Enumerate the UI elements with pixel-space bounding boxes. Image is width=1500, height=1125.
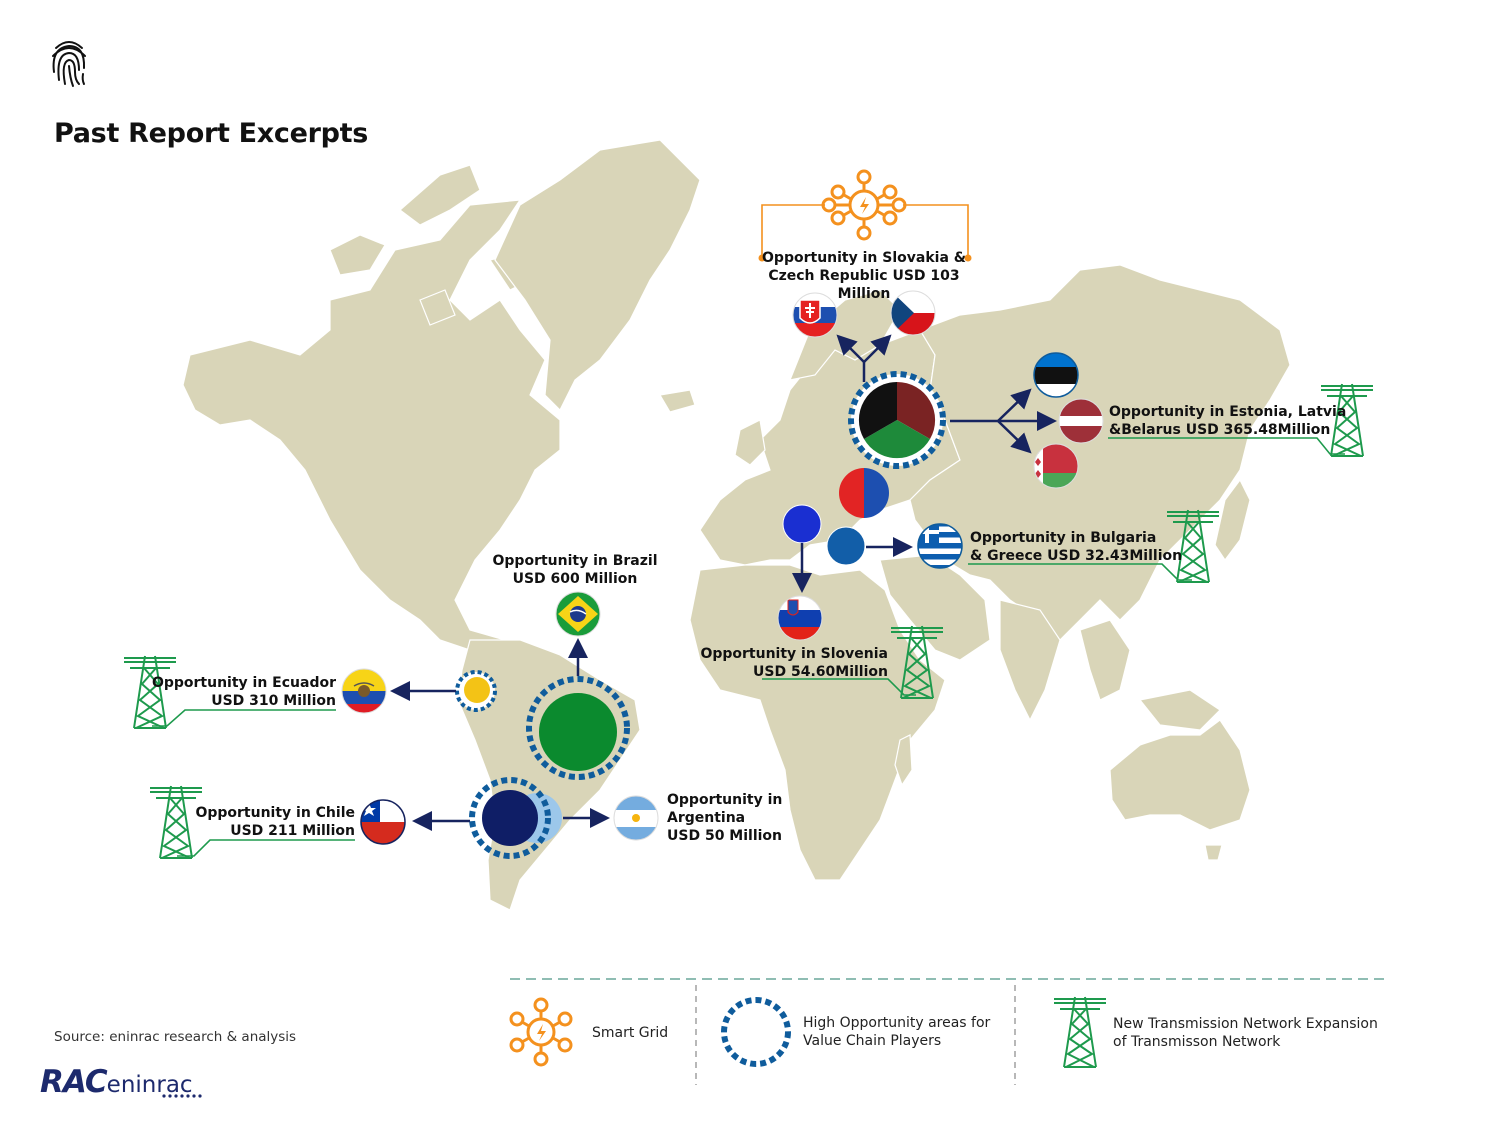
callout-line: Czech Republic USD 103 Million — [768, 268, 960, 302]
transmission-tower-icon — [150, 785, 202, 859]
japan-landmass — [1214, 478, 1251, 562]
brand-logo: RACeninrac — [40, 1064, 193, 1100]
callout-line: Opportunity in Chile — [195, 805, 355, 821]
callout-line: USD 54.60Million — [753, 664, 888, 680]
chile-callout: Opportunity in Chile USD 211 Million — [180, 804, 355, 840]
transmission-tower-icon — [891, 625, 943, 699]
slovenia-callout: Opportunity in Slovenia USD 54.60Million — [700, 645, 888, 681]
brazil-region-marker — [539, 693, 617, 771]
transmission-tower-icon — [1167, 509, 1219, 583]
brand-abbr: RAC — [40, 1064, 108, 1100]
legend-line: High Opportunity areas for — [803, 1015, 991, 1031]
central-europe-pie — [858, 381, 936, 459]
australia-landmass — [1109, 719, 1251, 831]
ecuador-region-marker — [464, 677, 490, 703]
callout-line: USD 211 Million — [230, 823, 355, 839]
transmission-tower-icon — [1054, 996, 1106, 1068]
bulgaria-callout-line — [968, 563, 1192, 581]
ecuador-callout: Opportunity in Ecuador USD 310 Million — [150, 674, 336, 710]
latvia-flag-icon — [1059, 399, 1103, 443]
asia-landmass — [909, 264, 1291, 641]
chile-callout-line — [177, 839, 355, 857]
legend-smart-grid-label: Smart Grid — [592, 1025, 669, 1041]
transmission-towers — [124, 383, 1373, 859]
belarus-flag-icon — [1034, 444, 1078, 488]
brand-name: eninrac — [106, 1072, 193, 1098]
iceland-landmass — [659, 389, 696, 413]
callout-line: Opportunity in — [667, 792, 783, 808]
ecuador-flag-icon — [342, 669, 386, 713]
slovakia-czech-callout: Opportunity in Slovakia & Czech Republic… — [748, 249, 980, 303]
legend-high-opportunity-label: High Opportunity areas for Value Chain P… — [803, 1014, 1003, 1050]
brand-dots — [162, 1094, 202, 1098]
legend-transmission-label: New Transmission Network Expansion of Tr… — [1113, 1015, 1393, 1051]
callout-line: USD 50 Million — [667, 828, 783, 844]
transmission-tower-icon — [124, 655, 176, 729]
greenland-landmass — [494, 139, 701, 412]
brazil-flag-icon — [556, 592, 600, 636]
slovenia-flag-icon — [778, 596, 822, 640]
central-europe-split-marker — [839, 468, 889, 518]
argentina-flag-icon — [614, 796, 658, 840]
smart-grid-icon — [509, 997, 573, 1067]
callout-line: Opportunity in Brazil — [492, 553, 658, 569]
callout-line: Opportunity in Slovakia & — [762, 250, 966, 266]
bulgaria-greece-region-marker — [826, 526, 866, 566]
smart-grid-icon — [821, 169, 907, 241]
chile-region-marker — [482, 790, 538, 846]
argentina-callout: Opportunity in Argentina USD 50 Million — [667, 791, 797, 845]
page-title: Past Report Excerpts — [54, 118, 369, 149]
madagascar-landmass — [894, 734, 913, 787]
legend-line: New Transmission Network Expansion — [1113, 1016, 1378, 1032]
estonia-callout-line — [1108, 437, 1345, 455]
estonia-latvia-belarus-callout: Opportunity in Estonia, Latvia &Belarus … — [1109, 403, 1349, 439]
slovakia-flag-icon — [793, 293, 837, 337]
estonia-flag-icon — [1034, 353, 1078, 397]
callout-line: USD 310 Million — [211, 693, 336, 709]
brazil-opportunity-ring — [526, 676, 630, 780]
fingerprint-icon — [52, 41, 86, 87]
india-landmass — [999, 599, 1061, 722]
brazil-callout: Opportunity in Brazil USD 600 Million — [490, 552, 660, 588]
callout-line: & Greece USD 32.43Million — [970, 548, 1183, 564]
arctic-islands — [329, 234, 386, 276]
transmission-tower-icon — [1321, 383, 1373, 457]
uk-landmass — [734, 419, 766, 466]
greece-flag-icon — [918, 524, 962, 568]
legend-line: Value Chain Players — [803, 1033, 942, 1049]
africa-landmass — [689, 564, 946, 881]
callout-line: Opportunity in Slovenia — [700, 646, 888, 662]
slovenia-callout-line — [762, 678, 916, 696]
callout-line: Opportunity in Estonia, Latvia — [1109, 404, 1347, 420]
callout-line: USD 600 Million — [512, 571, 638, 587]
slovenia-region-marker — [782, 504, 822, 544]
ecuador-callout-line — [152, 709, 336, 727]
callout-line: Argentina — [667, 810, 746, 826]
bulgaria-greece-callout: Opportunity in Bulgaria & Greece USD 32.… — [970, 529, 1190, 565]
callout-line: Opportunity in Ecuador — [151, 675, 336, 691]
chile-flag-icon — [361, 800, 405, 844]
callout-line: &Belarus USD 365.48Million — [1109, 422, 1331, 438]
chile-argentina-opportunity-ring — [469, 777, 551, 859]
legend-line: of Transmisson Network — [1113, 1034, 1281, 1050]
smart-grid-bracket — [761, 204, 969, 258]
dotted-circle-icon — [721, 997, 791, 1067]
callout-line: Opportunity in Bulgaria — [970, 530, 1157, 546]
source-note: Source: eninrac research & analysis — [54, 1029, 297, 1045]
north-america-landmass — [182, 199, 561, 666]
